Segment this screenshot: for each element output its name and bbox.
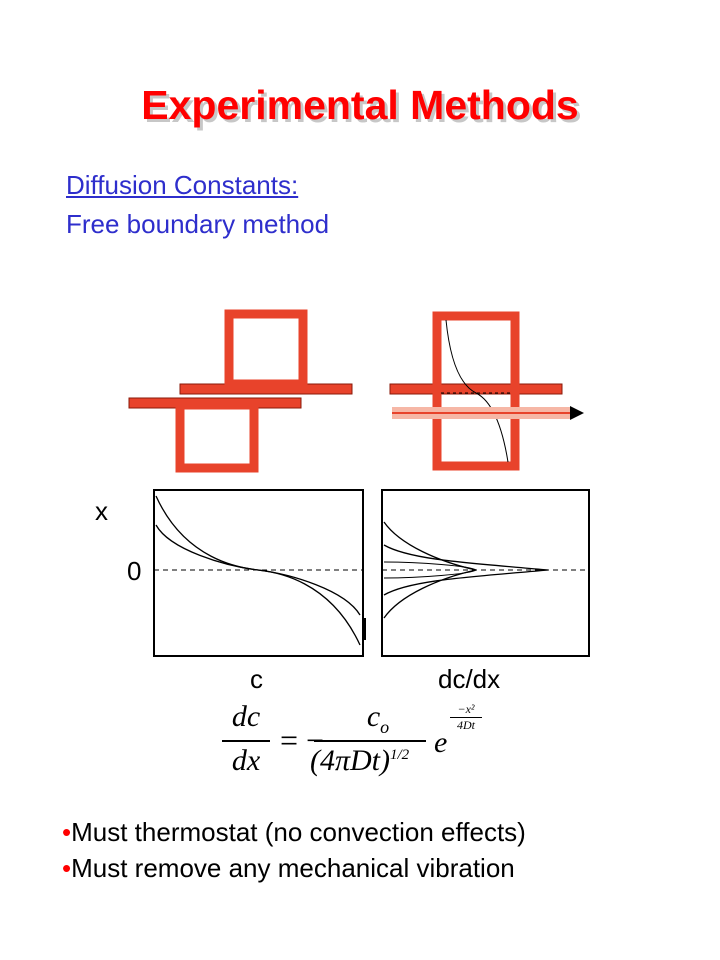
subtitle-heading: Diffusion Constants:: [66, 170, 299, 200]
axis-label-x: x: [95, 496, 108, 526]
beam-arrow-icon: [570, 406, 584, 420]
formula-exp-den: 4Dt: [457, 718, 475, 732]
panel-label-dcdx: dc/dx: [438, 664, 501, 694]
formula-rhs-den: (4πDt)1/2: [310, 744, 409, 778]
formula-rhs-num: co: [330, 700, 426, 738]
slide-title: Experimental Methods: [141, 82, 579, 128]
right-cell-aligned: [389, 311, 584, 471]
bullet-text: Must thermostat (no convection effects): [71, 817, 526, 847]
formula-lhs-den: dx: [231, 744, 261, 777]
panel-derivative: [381, 489, 590, 657]
formula-rhs-den-exp: 1/2: [390, 747, 410, 763]
bullet-item: •Must thermostat (no convection effects): [62, 814, 526, 850]
bullet-item: •Must remove any mechanical vibration: [62, 850, 526, 886]
formula-exp-base: e: [434, 726, 448, 759]
bullet-dot-icon: •: [62, 853, 72, 883]
subtitle-method: Free boundary method: [66, 209, 330, 239]
formula-rhs-den-base: (4πDt): [310, 744, 391, 777]
formula-lhs-bar: [222, 740, 270, 742]
bullet-list: •Must thermostat (no convection effects)…: [62, 814, 526, 886]
formula-exp-num: −x²: [457, 702, 475, 716]
formula-rhs-bar: [314, 740, 426, 742]
formula-rhs-num-sub: o: [380, 717, 390, 737]
panel-label-c: c: [250, 664, 263, 694]
formula-lhs-num: dc: [231, 700, 261, 733]
panel-concentration: [153, 489, 366, 657]
formula-exp-bar: [450, 717, 482, 718]
formula-rhs-num-c: c: [366, 700, 381, 733]
axis-label-zero: 0: [127, 556, 142, 586]
bullet-dot-icon: •: [62, 817, 72, 847]
left-cell-shifted: [128, 309, 353, 473]
bullet-text: Must remove any mechanical vibration: [71, 853, 515, 883]
